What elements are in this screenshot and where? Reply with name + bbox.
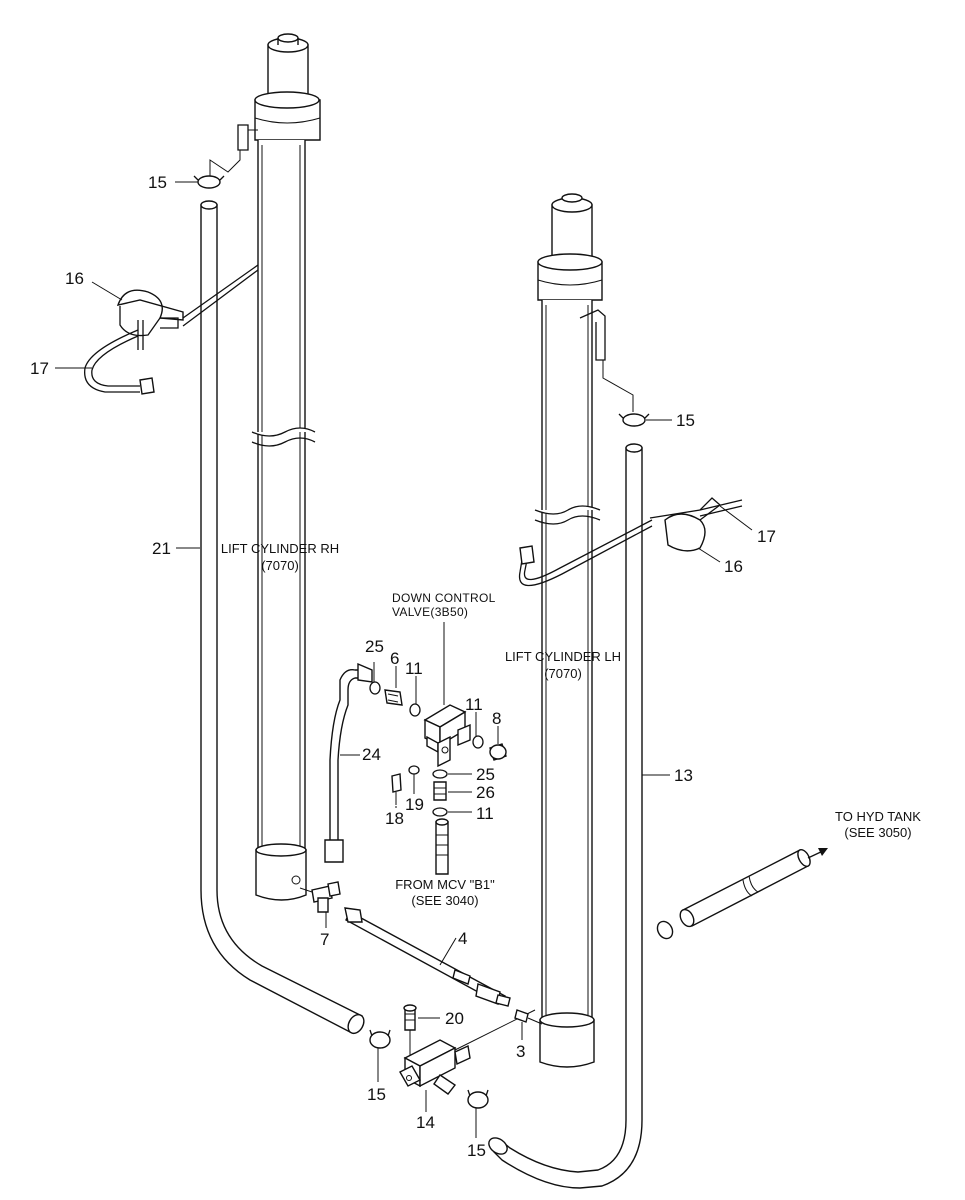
leader-lines bbox=[55, 181, 753, 1138]
caption-from-mcv-ref: (SEE 3040) bbox=[411, 893, 479, 908]
tube-21 bbox=[200, 200, 365, 1035]
callout-11-a: 11 bbox=[405, 659, 423, 678]
caption-to-hyd-tank: TO HYD TANK (SEE 3050) bbox=[823, 810, 933, 839]
callout-26: 26 bbox=[476, 783, 495, 802]
lift-cylinder-lh bbox=[534, 193, 634, 1068]
callout-21: 21 bbox=[152, 539, 171, 558]
caption-lift-lh-ref: (7070) bbox=[544, 666, 582, 681]
caption-lift-cylinder-rh: LIFT CYLINDER RH (7070) bbox=[205, 542, 355, 572]
clamp-16-left bbox=[84, 264, 259, 395]
caption-lift-rh-ref: (7070) bbox=[261, 558, 299, 573]
tee-block-14 bbox=[399, 1009, 536, 1095]
callout-8: 8 bbox=[492, 709, 502, 728]
callout-11-b: 11 bbox=[465, 695, 483, 714]
callout-4: 4 bbox=[458, 929, 468, 948]
caption-lift-lh-name: LIFT CYLINDER LH bbox=[504, 649, 622, 664]
caption-lift-rh-name: LIFT CYLINDER RH bbox=[220, 541, 340, 556]
caption-to-tank-name: TO HYD TANK bbox=[835, 809, 921, 824]
fitting-3 bbox=[514, 1009, 543, 1025]
callout-15-right: 15 bbox=[676, 411, 695, 430]
callout-24: 24 bbox=[362, 745, 381, 764]
return-tube bbox=[656, 848, 828, 940]
callout-13: 13 bbox=[674, 766, 693, 785]
callout-16-right: 16 bbox=[724, 557, 743, 576]
caption-down-valve-name: DOWN CONTROL bbox=[392, 591, 496, 605]
caption-from-mcv-name: FROM MCV "B1" bbox=[395, 877, 495, 892]
callout-16-left: 16 bbox=[65, 269, 84, 288]
caption-to-tank-ref: (SEE 3050) bbox=[844, 825, 912, 840]
callout-15-bottom-a: 15 bbox=[367, 1085, 386, 1104]
hose-24 bbox=[324, 662, 373, 863]
callout-15-bottom-b: 15 bbox=[467, 1141, 486, 1160]
callout-14: 14 bbox=[416, 1113, 435, 1132]
down-control-valve bbox=[369, 681, 507, 875]
caption-lift-cylinder-lh: LIFT CYLINDER LH (7070) bbox=[488, 650, 638, 680]
callout-18: 18 bbox=[385, 809, 404, 828]
callout-17-left: 17 bbox=[30, 359, 49, 378]
hose-4 bbox=[344, 907, 511, 1007]
callout-19: 19 bbox=[405, 795, 424, 814]
hose-clips-15 bbox=[193, 175, 650, 1109]
tube-13 bbox=[488, 443, 643, 1189]
callout-25-top: 25 bbox=[365, 637, 384, 656]
callout-11-c: 11 bbox=[476, 804, 494, 823]
callout-25-b: 25 bbox=[476, 765, 495, 784]
lift-cylinder-rh bbox=[209, 33, 321, 901]
caption-down-control-valve: DOWN CONTROL VALVE(3B50) bbox=[392, 592, 496, 618]
callout-15-top-left: 15 bbox=[148, 173, 167, 192]
callout-20: 20 bbox=[445, 1009, 464, 1028]
caption-from-mcv: FROM MCV "B1" (SEE 3040) bbox=[380, 878, 510, 907]
callout-6: 6 bbox=[390, 649, 400, 668]
callout-3: 3 bbox=[516, 1042, 526, 1061]
callout-17-right: 17 bbox=[757, 527, 776, 546]
callout-7: 7 bbox=[320, 930, 330, 949]
clamp-16-right bbox=[518, 497, 743, 587]
caption-down-valve-ref: VALVE(3B50) bbox=[392, 605, 469, 619]
elbow-7 bbox=[299, 881, 341, 913]
fitting-20 bbox=[403, 1004, 417, 1055]
